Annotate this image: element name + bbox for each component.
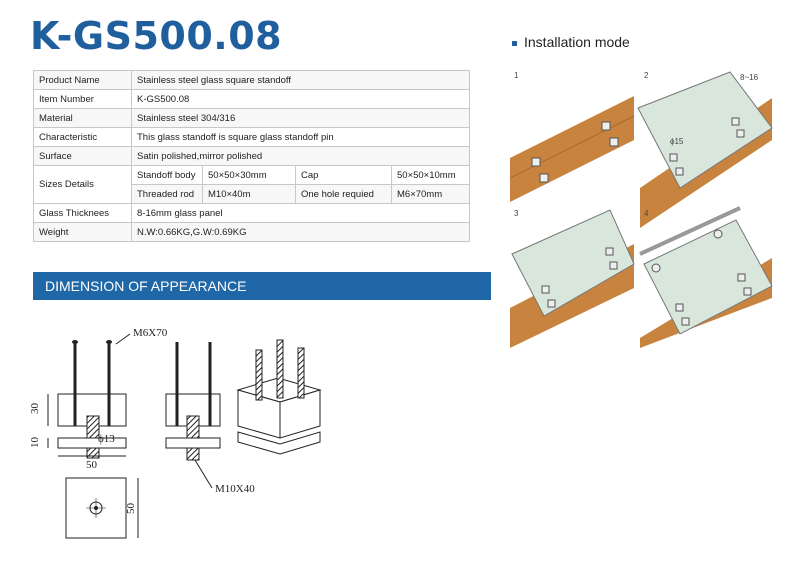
surface-label: Surface <box>33 146 132 166</box>
front-view-drawing <box>47 333 131 459</box>
cap-label: Cap <box>295 165 392 185</box>
table-row: Weight N.W:0.66KG,G.W:0.69KG <box>33 222 470 242</box>
table-row: Characteristic This glass standoff is sq… <box>33 127 470 147</box>
glass-thickness-value: 8-16mm glass panel <box>131 203 470 223</box>
installation-illustration: 1 2 8~16 ϕ15 3 4 <box>510 71 773 348</box>
characteristic-label: Characteristic <box>33 127 132 147</box>
bullet-square-icon <box>512 40 517 46</box>
standoff-body-value: 50×50×30mm <box>202 165 296 185</box>
install-step-3-panel <box>510 209 635 348</box>
spec-table: Product Name Stainless steel glass squar… <box>33 70 470 242</box>
dim-10-label: 10 <box>29 437 41 449</box>
step-1-number: 1 <box>514 71 519 80</box>
threaded-rod-label: Threaded rod <box>131 184 203 204</box>
table-row: Sizes Details Standoff body 50×50×30mm C… <box>33 165 470 204</box>
m6-label: M6X70 <box>133 327 168 339</box>
dim-50-height-label: 50 <box>125 503 137 515</box>
glass-thickness-label: Glass Thicknees <box>33 203 132 223</box>
table-row: Surface Satin polished,mirror polished <box>33 146 470 166</box>
cap-value: 50×50×10mm <box>391 165 470 185</box>
install-step-4-panel <box>639 206 773 348</box>
item-number-label: Item Number <box>33 89 132 109</box>
item-number-value: K-GS500.08 <box>131 89 470 109</box>
glass-range-label: 8~16 <box>740 73 759 82</box>
material-value: Stainless steel 304/316 <box>131 108 470 128</box>
threaded-rod-value: M10×40m <box>202 184 296 204</box>
dia-13-label: ϕ13 <box>98 433 115 445</box>
table-row: Item Number K-GS500.08 <box>33 89 470 109</box>
one-hole-value: M6×70mm <box>391 184 470 204</box>
sizes-label: Sizes Details <box>33 165 132 204</box>
weight-label: Weight <box>33 222 132 242</box>
table-row: Material Stainless steel 304/316 <box>33 108 470 128</box>
one-hole-label: One hole requied <box>295 184 392 204</box>
step-3-number: 3 <box>514 209 519 218</box>
top-view-drawing <box>65 477 139 539</box>
surface-value: Satin polished,mirror polished <box>131 146 470 166</box>
dim-50-width-label: 50 <box>86 459 98 471</box>
step-2-number: 2 <box>644 71 649 80</box>
install-step-1-panel <box>510 96 635 202</box>
weight-value: N.W:0.66KG,G.W:0.69KG <box>131 222 470 242</box>
step-4-number: 4 <box>644 209 649 218</box>
product-name-value: Stainless steel glass square standoff <box>131 70 470 90</box>
side-view-drawing <box>165 342 221 489</box>
material-label: Material <box>33 108 132 128</box>
standoff-body-label: Standoff body <box>131 165 203 185</box>
installation-heading: Installation mode <box>512 34 630 50</box>
hole-diameter-label: ϕ15 <box>670 137 684 146</box>
characteristic-value: This glass standoff is square glass stan… <box>131 127 470 147</box>
dimension-drawings: 30 10 50 ϕ13 M6X70 50 M10X40 <box>29 327 322 539</box>
table-row: Product Name Stainless steel glass squar… <box>33 70 470 90</box>
m10-label: M10X40 <box>215 483 255 495</box>
dimension-heading: DIMENSION OF APPEARANCE <box>33 272 491 300</box>
isometric-view-drawing <box>236 339 322 455</box>
product-title: K-GS500.08 <box>30 14 283 58</box>
product-name-label: Product Name <box>33 70 132 90</box>
install-step-2-panel <box>637 71 773 228</box>
installation-heading-text: Installation mode <box>524 34 630 50</box>
table-row: Glass Thicknees 8-16mm glass panel <box>33 203 470 223</box>
dim-30-label: 30 <box>29 403 41 415</box>
